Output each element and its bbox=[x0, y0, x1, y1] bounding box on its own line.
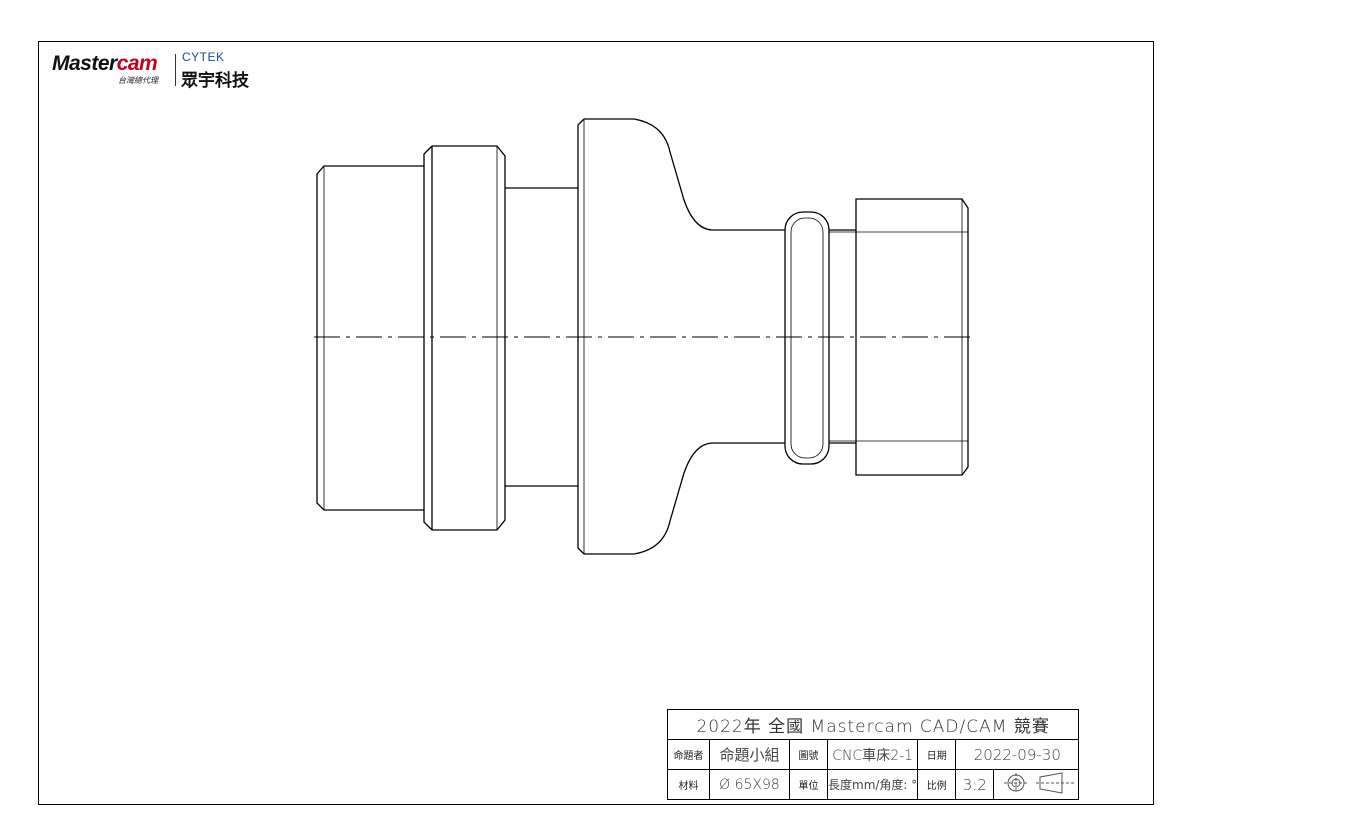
drawing-border bbox=[38, 41, 1154, 805]
unit-label: 單位 bbox=[789, 769, 828, 800]
author-value: 命題小組 bbox=[709, 739, 790, 770]
drawing-number-value: CNC車床2-1 bbox=[826, 739, 919, 770]
neck-section bbox=[505, 187, 578, 487]
distributor-caption: 台灣總代理 bbox=[118, 76, 158, 85]
competition-title: 2022年 全國 Mastercam CAD/CAM 競賽 bbox=[666, 709, 1080, 740]
title-block: 2022年 全國 Mastercam CAD/CAM 競賽 命題者 命題小組 圖… bbox=[666, 709, 1080, 800]
cytek-wordmark: CYTEK bbox=[182, 50, 225, 64]
scale-value: 3:2 bbox=[955, 769, 995, 800]
drawing-number-label: 圖號 bbox=[789, 739, 828, 770]
scale-label: 比例 bbox=[917, 769, 957, 800]
unit-value: 長度mm/角度: ° bbox=[826, 769, 919, 800]
material-value: Ø 65X98 bbox=[709, 769, 790, 800]
left-thread-section bbox=[316, 165, 424, 511]
o-ring-groove bbox=[784, 211, 856, 465]
collar-section bbox=[423, 145, 506, 531]
material-label: 材料 bbox=[667, 769, 710, 800]
logo-divider bbox=[175, 54, 176, 86]
mastercam-wordmark: Mastercam bbox=[52, 52, 158, 75]
date-label: 日期 bbox=[917, 739, 957, 770]
cytek-chinese-name: 眾宇科技 bbox=[181, 71, 249, 91]
date-value: 2022-09-30 bbox=[955, 739, 1080, 770]
first-angle-projection-icon bbox=[993, 769, 1080, 800]
author-label: 命題者 bbox=[667, 739, 710, 770]
